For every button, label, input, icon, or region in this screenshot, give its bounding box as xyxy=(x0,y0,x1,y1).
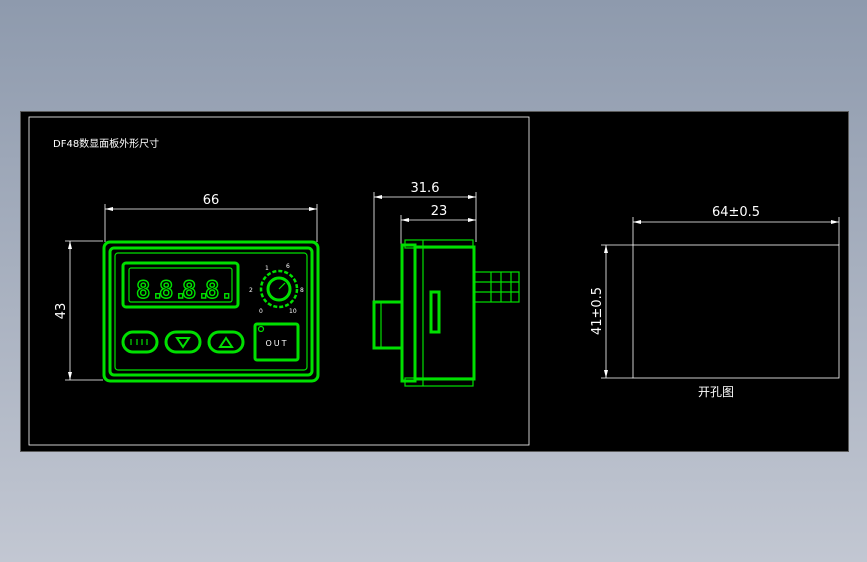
panel-outer-bezel xyxy=(102,240,320,383)
front-height-dim: 43 xyxy=(54,303,69,320)
rear-connector xyxy=(473,271,520,303)
knob-label-8: 8 xyxy=(300,287,304,294)
cutout-caption: 开孔图 xyxy=(698,385,734,399)
cutout-width-dim: 64±0.5 xyxy=(712,205,760,220)
front-width-dim: 66 xyxy=(203,193,220,208)
knob-label-10: 10 xyxy=(289,308,297,315)
cad-drawing: DF48数显面板外形尺寸 66 43 8. 8. 8. 8. 1 xyxy=(28,116,840,446)
drawing-title: DF48数显面板外形尺寸 xyxy=(53,137,159,150)
cutout-view: 64±0.5 41±0.5 开孔图 xyxy=(590,205,840,399)
side-housing xyxy=(413,245,476,381)
out-indicator: OUT xyxy=(253,322,300,362)
down-arrow-icon xyxy=(175,337,191,349)
side-view: 31.6 23 xyxy=(372,181,520,387)
knob-label-6: 6 xyxy=(286,263,290,270)
digit-4: 8. xyxy=(205,276,234,304)
digit-3: 8. xyxy=(182,276,211,304)
out-label: OUT xyxy=(265,339,288,348)
up-arrow-icon xyxy=(218,336,234,348)
knob-label-2: 2 xyxy=(249,287,253,294)
overall-depth-dim: 31.6 xyxy=(411,181,440,196)
side-bezel xyxy=(400,243,417,383)
knob-label-0: 0 xyxy=(259,308,263,315)
down-button xyxy=(164,330,202,354)
cutout-height-dim: 41±0.5 xyxy=(590,287,605,335)
digit-2: 8. xyxy=(159,276,188,304)
digit-1: 8. xyxy=(136,276,165,304)
cutout-rectangle xyxy=(632,244,840,379)
set-button xyxy=(121,330,159,354)
body-depth-dim: 23 xyxy=(431,204,448,219)
side-clip xyxy=(429,290,441,334)
side-front-protrusion xyxy=(372,300,404,350)
display-window xyxy=(121,261,240,309)
potentiometer-knob: 1 6 2 8 0 10 xyxy=(249,263,304,315)
sheet-frame xyxy=(28,116,530,446)
front-view: 66 43 8. 8. 8. 8. 1 6 2 8 0 10 xyxy=(54,193,320,383)
knob-label-1: 1 xyxy=(265,265,269,272)
up-button xyxy=(207,330,245,354)
cad-viewport[interactable]: DF48数显面板外形尺寸 66 43 8. 8. 8. 8. 1 xyxy=(20,111,849,452)
